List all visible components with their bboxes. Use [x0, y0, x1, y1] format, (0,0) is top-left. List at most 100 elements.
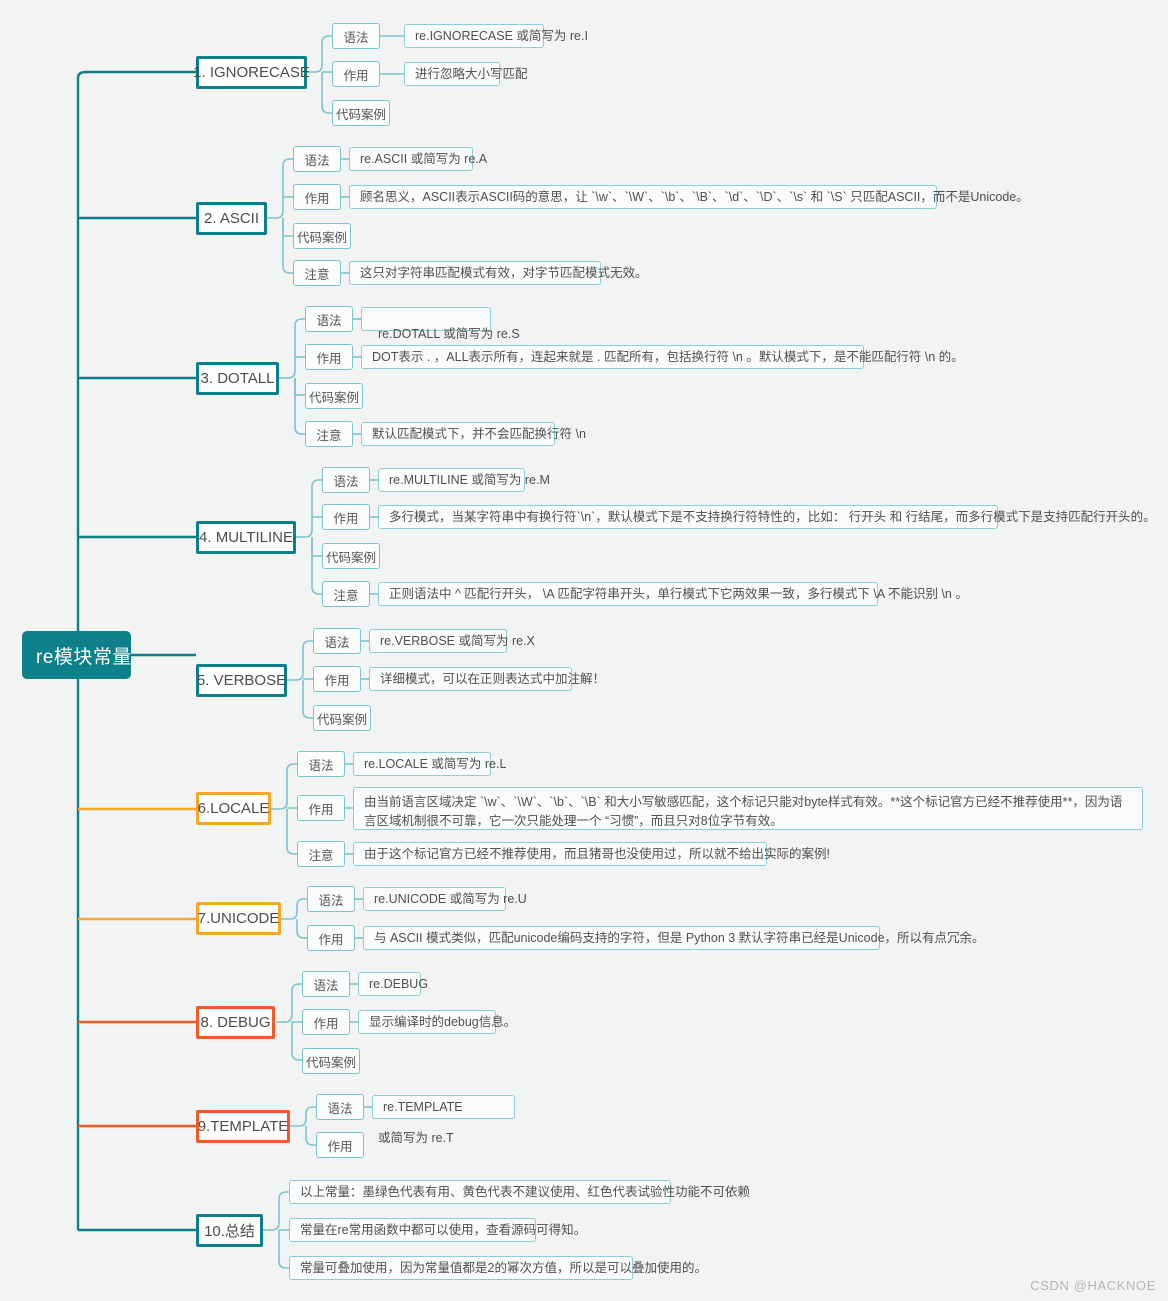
topic-ignorecase[interactable]: 1. IGNORECASE: [193, 56, 310, 89]
detail-ignorecase-syntax[interactable]: re.IGNORECASE 或简写为 re.I: [404, 24, 588, 48]
label-debug-code-example[interactable]: 代码案例: [302, 1048, 360, 1074]
detail-multiline-syntax[interactable]: re.MULTILINE 或简写为 re.M: [378, 468, 550, 492]
detail-text: 由于这个标记官方已经不推荐使用，而且猪哥也没使用过，所以就不给出实际的案例!: [364, 846, 830, 861]
detail-debug-syntax[interactable]: re.DEBUG: [358, 972, 428, 996]
label-multiline-effect[interactable]: 作用: [322, 504, 370, 530]
detail-ascii-effect[interactable]: 顾名思义，ASCII表示ASCII码的意思，让 `\w`、`\W`、`\b`、`…: [349, 185, 1029, 209]
label-ascii-code-example[interactable]: 代码案例: [293, 223, 351, 249]
label-locale-syntax[interactable]: 语法: [297, 751, 345, 777]
detail-ascii-syntax[interactable]: re.ASCII 或简写为 re.A: [349, 147, 487, 171]
detail-text: re.MULTILINE 或简写为 re.M: [389, 472, 550, 487]
detail-text: 以上常量：墨绿色代表有用、黄色代表不建议使用、红色代表试验性功能不可依赖: [300, 1184, 751, 1199]
label-text: 语法: [333, 474, 359, 489]
detail-summary-0[interactable]: 以上常量：墨绿色代表有用、黄色代表不建议使用、红色代表试验性功能不可依赖: [289, 1180, 750, 1204]
label-text: 语法: [324, 635, 350, 650]
topic-label: 3. DOTALL: [200, 370, 275, 387]
label-multiline-code-example[interactable]: 代码案例: [322, 543, 380, 569]
detail-text: 正则语法中 ^ 匹配行开头， \A 匹配字符串开头，单行模式下它两效果一致，多行…: [389, 586, 968, 601]
label-ignorecase-syntax[interactable]: 语法: [332, 23, 380, 49]
detail-summary-2[interactable]: 常量可叠加使用，因为常量值都是2的幂次方值，所以是可以叠加使用的。: [289, 1256, 707, 1280]
detail-text: re.LOCALE 或简写为 re.L: [364, 756, 507, 771]
label-ignorecase-effect[interactable]: 作用: [332, 61, 380, 87]
topic-dotall[interactable]: 3. DOTALL: [196, 362, 279, 395]
label-verbose-syntax[interactable]: 语法: [313, 628, 361, 654]
detail-text: re.DOTALL 或简写为 re.S: [378, 326, 520, 341]
label-verbose-effect[interactable]: 作用: [313, 666, 361, 692]
topic-label: 7.UNICODE: [197, 910, 280, 927]
topic-template[interactable]: 9.TEMPLATE: [196, 1110, 290, 1143]
label-ascii-effect[interactable]: 作用: [293, 184, 341, 210]
label-debug-syntax[interactable]: 语法: [302, 971, 350, 997]
label-locale-effect[interactable]: 作用: [297, 795, 345, 821]
topic-label: 10.总结: [204, 1223, 255, 1240]
label-text: 语法: [308, 758, 334, 773]
label-template-syntax[interactable]: 语法: [316, 1094, 364, 1120]
label-dotall-effect[interactable]: 作用: [305, 344, 353, 370]
label-multiline-note[interactable]: 注意: [322, 581, 370, 607]
detail-locale-syntax[interactable]: re.LOCALE 或简写为 re.L: [353, 752, 506, 776]
label-template-effect[interactable]: 作用: [316, 1132, 364, 1158]
detail-text: re.TEMPLATE: [383, 1099, 463, 1114]
detail-dotall-note[interactable]: 默认匹配模式下，并不会匹配换行符 \n: [361, 422, 586, 446]
label-text: 注意: [304, 267, 330, 282]
topic-unicode[interactable]: 7.UNICODE: [196, 902, 281, 935]
label-unicode-syntax[interactable]: 语法: [307, 886, 355, 912]
label-text: 作用: [343, 68, 369, 83]
detail-text: 常量在re常用函数中都可以使用，查看源码可得知。: [300, 1222, 587, 1237]
label-dotall-code-example[interactable]: 代码案例: [305, 383, 363, 409]
label-locale-note[interactable]: 注意: [297, 841, 345, 867]
topic-multiline[interactable]: 4. MULTILINE: [196, 521, 296, 554]
label-ascii-syntax[interactable]: 语法: [293, 146, 341, 172]
detail-text: re.IGNORECASE 或简写为 re.I: [415, 28, 588, 43]
detail-unicode-syntax[interactable]: re.UNICODE 或简写为 re.U: [363, 887, 527, 911]
label-verbose-code-example[interactable]: 代码案例: [313, 705, 371, 731]
detail-dotall-syntax[interactable]: re.DOTALL 或简写为 re.S: [361, 307, 520, 341]
detail-dotall-effect[interactable]: DOT表示 . ，ALL表示所有，连起来就是 . 匹配所有，包括换行符 \n 。…: [361, 345, 964, 369]
detail-locale-effect[interactable]: 由当前语言区域决定 `\w`、`\W`、`\b`、`\B` 和大小写敏感匹配，这…: [353, 787, 1143, 830]
topic-summary[interactable]: 10.总结: [196, 1214, 263, 1247]
label-text: 作用: [304, 191, 330, 206]
detail-summary-1[interactable]: 常量在re常用函数中都可以使用，查看源码可得知。: [289, 1218, 586, 1242]
label-text: 注意: [308, 848, 334, 863]
topic-label: 8. DEBUG: [200, 1014, 271, 1031]
detail-verbose-syntax[interactable]: re.VERBOSE 或简写为 re.X: [369, 629, 535, 653]
detail-unicode-effect[interactable]: 与 ASCII 模式类似，匹配unicode编码支持的字符，但是 Python …: [363, 926, 985, 950]
label-text: 作用: [324, 673, 350, 688]
topic-verbose[interactable]: 5. VERBOSE: [196, 664, 287, 697]
detail-template-syntax[interactable]: re.TEMPLATE: [372, 1095, 515, 1119]
detail-ignorecase-effect[interactable]: 进行忽略大小写匹配: [404, 62, 528, 86]
label-ascii-note[interactable]: 注意: [293, 260, 341, 286]
detail-text: 这只对字符串匹配模式有效，对字节匹配模式无效。: [360, 265, 648, 280]
detail-debug-effect[interactable]: 显示编译时的debug信息。: [358, 1010, 516, 1034]
detail-text: 多行模式，当某字符串中有换行符`\n`，默认模式下是不支持换行符特性的，比如： …: [389, 509, 1156, 524]
detail-text: re.ASCII 或简写为 re.A: [360, 151, 488, 166]
label-multiline-syntax[interactable]: 语法: [322, 467, 370, 493]
topic-locale[interactable]: 6.LOCALE: [196, 792, 271, 825]
detail-text: re.UNICODE 或简写为 re.U: [374, 891, 527, 906]
detail-ascii-note[interactable]: 这只对字符串匹配模式有效，对字节匹配模式无效。: [349, 261, 648, 285]
label-text: 代码案例: [326, 550, 377, 565]
topic-label: 2. ASCII: [203, 210, 260, 227]
topic-ascii[interactable]: 2. ASCII: [196, 202, 267, 235]
label-text: 注意: [333, 588, 359, 603]
label-text: 注意: [316, 428, 342, 443]
label-dotall-syntax[interactable]: 语法: [305, 306, 353, 332]
detail-text: 默认匹配模式下，并不会匹配换行符 \n: [372, 426, 586, 441]
label-debug-effect[interactable]: 作用: [302, 1009, 350, 1035]
label-text: 作用: [308, 802, 334, 817]
detail-multiline-effect[interactable]: 多行模式，当某字符串中有换行符`\n`，默认模式下是不支持换行符特性的，比如： …: [378, 505, 1156, 529]
detail-locale-note[interactable]: 由于这个标记官方已经不推荐使用，而且猪哥也没使用过，所以就不给出实际的案例!: [353, 842, 830, 866]
label-text: 代码案例: [306, 1055, 357, 1070]
topic-label: 9.TEMPLATE: [197, 1118, 289, 1135]
detail-verbose-effect[interactable]: 详细模式，可以在正则表达式中加注解！: [369, 667, 605, 691]
root-node[interactable]: re模块常量: [22, 631, 131, 679]
label-unicode-effect[interactable]: 作用: [307, 925, 355, 951]
label-text: 作用: [318, 932, 344, 947]
label-text: 代码案例: [317, 712, 368, 727]
label-text: 语法: [316, 313, 342, 328]
topic-debug[interactable]: 8. DEBUG: [196, 1006, 275, 1039]
label-dotall-note[interactable]: 注意: [305, 421, 353, 447]
label-ignorecase-code-example[interactable]: 代码案例: [332, 100, 390, 126]
detail-multiline-note[interactable]: 正则语法中 ^ 匹配行开头， \A 匹配字符串开头，单行模式下它两效果一致，多行…: [378, 582, 968, 606]
label-text: 代码案例: [297, 230, 348, 245]
